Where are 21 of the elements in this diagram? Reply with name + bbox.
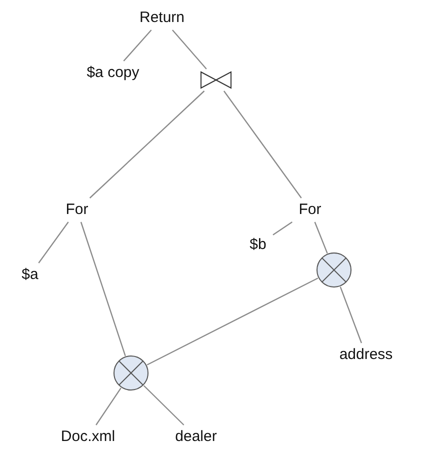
connector-line xyxy=(172,30,207,70)
connector-line xyxy=(314,222,328,254)
node-label: For xyxy=(298,200,322,220)
connector-line xyxy=(96,388,122,426)
connector-line xyxy=(80,222,126,356)
node-label: $a xyxy=(22,265,38,285)
node-label: Return xyxy=(139,8,185,28)
connector-line xyxy=(123,30,152,62)
connector-line xyxy=(89,90,205,198)
node-label: address xyxy=(339,345,393,365)
connector-line xyxy=(146,278,318,366)
connector-line xyxy=(143,385,184,426)
node-label: dealer xyxy=(175,427,217,447)
node-label: Doc.xml xyxy=(60,427,116,447)
connector-line xyxy=(223,90,302,198)
node-label: $b xyxy=(250,235,266,255)
connector-line xyxy=(340,286,362,344)
node-label: $a copy xyxy=(86,63,140,83)
connector-line xyxy=(38,222,69,264)
connector-line xyxy=(272,222,292,236)
node-label: For xyxy=(66,200,88,220)
